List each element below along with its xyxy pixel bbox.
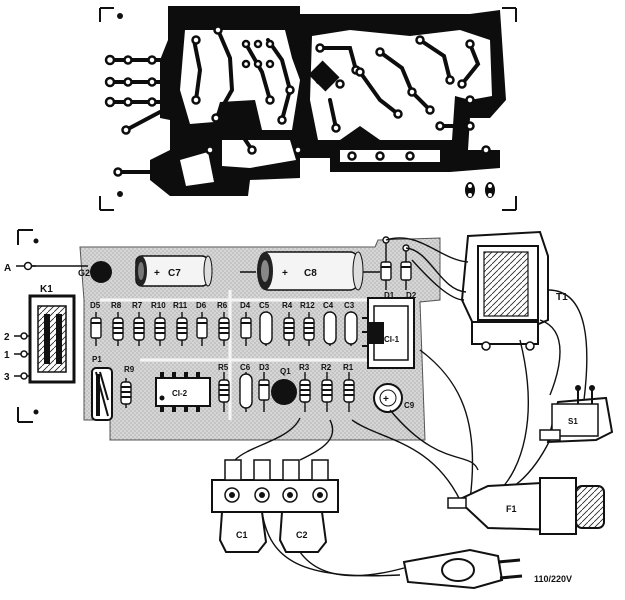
label-r1: R1	[343, 363, 354, 372]
label-pin-1: 1	[4, 350, 10, 361]
c9-capacitor: + C9	[373, 383, 415, 413]
c8-capacitor: + C8	[240, 251, 380, 291]
c7-plus: +	[154, 268, 160, 279]
g2-component	[90, 261, 112, 283]
mains-plug: 110/220V	[402, 548, 572, 590]
label-c7: C7	[168, 268, 181, 279]
label-d6: D6	[196, 301, 207, 310]
label-mains: 110/220V	[534, 574, 572, 584]
c8-plus: +	[282, 268, 288, 279]
label-a: A	[4, 263, 11, 274]
t1-transformer: T1	[460, 230, 568, 351]
c9-plus: +	[383, 394, 389, 405]
r9-resistor: R9	[120, 365, 135, 408]
label-pin-3: 3	[4, 372, 10, 383]
label-d2: D2	[406, 291, 417, 300]
label-g2: G2	[78, 268, 90, 278]
label-p1: P1	[92, 355, 102, 364]
c7-capacitor: + C7	[135, 255, 213, 287]
label-r11: R11	[173, 301, 188, 310]
k1-relay: K1	[28, 284, 76, 384]
terminal-block	[211, 459, 339, 513]
label-f1: F1	[506, 504, 517, 514]
label-c8: C8	[304, 268, 317, 279]
label-d1: D1	[384, 291, 395, 300]
label-r10: R10	[151, 301, 166, 310]
label-pin-2: 2	[4, 332, 10, 343]
label-r4: R4	[282, 301, 293, 310]
label-c4: C4	[323, 301, 334, 310]
label-r2: R2	[321, 363, 332, 372]
label-ci1: CI-1	[384, 335, 400, 344]
pcb-copper-layout	[99, 6, 517, 211]
s1-switch: S1	[539, 385, 614, 444]
label-c6: C6	[240, 363, 251, 372]
label-r3: R3	[299, 363, 310, 372]
label-d3: D3	[259, 363, 270, 372]
label-c2: C2	[296, 530, 308, 540]
label-r5: R5	[218, 363, 229, 372]
label-c9: C9	[404, 401, 415, 410]
label-ci2: CI-2	[172, 389, 188, 398]
c2-clamp: C2	[278, 511, 328, 553]
f1-fuse-holder: F1	[447, 477, 605, 535]
p1-potentiometer: P1	[91, 355, 113, 421]
q1-transistor	[271, 379, 297, 405]
label-r9: R9	[124, 365, 135, 374]
ci2-ic: CI-2	[155, 372, 211, 412]
label-q1: Q1	[280, 367, 291, 376]
label-c5: C5	[259, 301, 270, 310]
label-d4: D4	[240, 301, 251, 310]
label-r12: R12	[300, 301, 315, 310]
label-c3: C3	[344, 301, 355, 310]
label-t1: T1	[556, 292, 568, 303]
c1-clamp: C1	[218, 511, 268, 553]
ci1-regulator: CI-1	[362, 297, 415, 369]
corner-marks-bottom	[17, 229, 33, 423]
d1-d2-diodes: D1 D2	[380, 236, 417, 300]
label-r6: R6	[217, 301, 228, 310]
label-r8: R8	[111, 301, 122, 310]
label-d5: D5	[90, 301, 101, 310]
label-c1: C1	[236, 530, 248, 540]
label-s1: S1	[568, 417, 578, 426]
label-r7: R7	[132, 301, 143, 310]
label-k1: K1	[40, 284, 53, 295]
